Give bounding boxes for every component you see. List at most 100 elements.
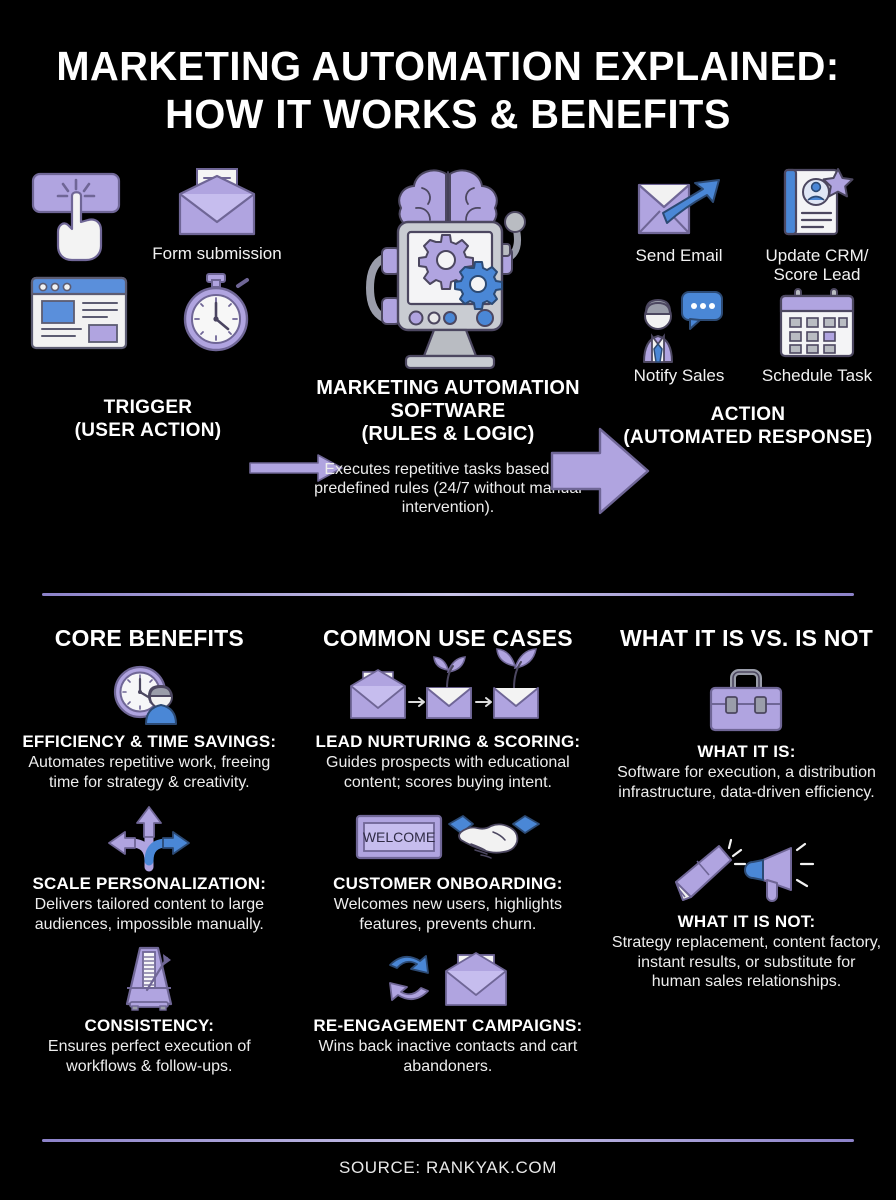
- arrow-right-thin-icon: [249, 454, 343, 482]
- usecase-body-reengagement: Wins back inactive contacts and cart aba…: [318, 1038, 578, 1075]
- engine-title-line2: SOFTWARE: [390, 400, 506, 422]
- notify-sales-person-icon: [643, 291, 723, 363]
- trigger-icon-cell-timer: [148, 270, 286, 358]
- section-divider-top: [42, 593, 854, 596]
- engine-title-line3: (RULES & LOGIC): [361, 423, 535, 445]
- usecase-title-onboarding: CUSTOMER ONBOARDING:: [333, 874, 563, 893]
- megaphone-shape: [744, 847, 793, 902]
- definition-title-what-it-is-not: WHAT IT IS NOT:: [677, 912, 816, 931]
- gear-blue: [454, 261, 503, 310]
- definition-body-what-it-is: Software for execution, a distribution i…: [617, 764, 876, 801]
- benefit-body-efficiency: Automates repetitive work, freeing time …: [28, 754, 271, 791]
- trigger-label-line1: TRIGGER: [103, 397, 193, 418]
- title-line-2: HOW IT WORKS & BENEFITS: [165, 91, 731, 137]
- clock-person-icon: [114, 665, 178, 725]
- envelope-stage-2: [425, 656, 472, 719]
- benefit-title-consistency: CONSISTENCY:: [84, 1016, 215, 1035]
- welcome-sign-text: WELCOME: [363, 829, 435, 845]
- engine-description: Executes repetitive tasks based on prede…: [314, 461, 582, 516]
- pencil-megaphone-icon: [675, 838, 815, 902]
- pencil-sparkle: [728, 838, 747, 866]
- action-caption-schedule: Schedule Task: [761, 366, 873, 385]
- action-caption-crm: Update CRM/ Score Lead: [765, 246, 869, 284]
- action-caption-send-email: Send Email: [635, 246, 723, 265]
- three-way-arrow-icon: [108, 806, 191, 872]
- welcome-handshake-icon: WELCOME: [355, 814, 540, 860]
- browser-window-icon: [30, 276, 128, 350]
- column-is-vs-is-not: WHAT IT IS VS. IS NOT WHAT IT IS: Softwa…: [597, 625, 896, 1090]
- column-heading-is-vs-is-not: WHAT IT IS VS. IS NOT: [620, 625, 873, 651]
- action-label-line1: ACTION: [710, 404, 786, 425]
- usecase-item-reengagement: RE-ENGAGEMENT CAMPAIGNS: Wins back inact…: [313, 948, 584, 1076]
- definition-title-what-it-is: WHAT IT IS:: [697, 742, 796, 761]
- benefit-item-scale: SCALE PERSONALIZATION: Delivers tailored…: [14, 806, 285, 934]
- column-core-benefits: CORE BENEFITS: [0, 625, 299, 1090]
- column-use-cases: COMMON USE CASES: [299, 625, 598, 1090]
- title-line-1: MARKETING AUTOMATION EXPLAINED:: [56, 43, 840, 89]
- trigger-icon-cell-webpage: [10, 270, 148, 358]
- trigger-icon-cell-click: [10, 164, 148, 270]
- trigger-icon-cell-form: Form submission: [148, 164, 286, 263]
- column-heading-core-benefits: CORE BENEFITS: [54, 625, 244, 651]
- flow-stage-action: Send Email: [610, 164, 886, 449]
- refresh-email-icon: [388, 952, 507, 1006]
- benefit-body-consistency: Ensures perfect execution of workflows &…: [47, 1038, 251, 1075]
- benefits-columns: CORE BENEFITS: [0, 625, 896, 1090]
- process-flow-diagram: Form submission: [0, 164, 896, 564]
- crm-record-star-icon: [783, 168, 854, 236]
- flow-stage-trigger: Form submission: [10, 164, 286, 442]
- action-icon-cell-send-email: Send Email: [610, 164, 748, 265]
- footer-source: SOURCE: RANKYAK.COM: [339, 1158, 557, 1177]
- usecase-item-onboarding: WELCOME CUSTOMER ONBOARDING: Welcomes n: [313, 806, 584, 934]
- arrow-engine-to-action: [548, 419, 652, 523]
- brain-shape: [398, 169, 498, 228]
- action-icon-cell-crm: Update CRM/ Score Lead: [748, 164, 886, 284]
- sequence-arrow-2: [474, 697, 492, 707]
- benefit-title-efficiency: EFFICIENCY & TIME SAVINGS:: [22, 732, 277, 751]
- flow-stage-engine: MARKETING AUTOMATION SOFTWARE (RULES & L…: [300, 164, 596, 517]
- trigger-label-line2: (USER ACTION): [74, 420, 222, 441]
- sequence-arrow-1: [407, 697, 425, 707]
- trigger-icon-grid: Form submission: [10, 164, 286, 358]
- gear-purple: [418, 234, 474, 290]
- stopwatch-icon: [183, 273, 249, 352]
- action-stage-label: ACTION (AUTOMATED RESPONSE): [610, 403, 886, 449]
- arrow-right-block-icon: [550, 427, 650, 515]
- action-icon-grid: Send Email: [610, 164, 886, 385]
- benefit-body-scale: Delivers tailored content to large audie…: [34, 896, 265, 933]
- send-email-icon: [637, 179, 720, 235]
- robot-brain-gears-icon: [365, 169, 526, 370]
- calendar-icon: [779, 288, 855, 358]
- column-heading-use-cases: COMMON USE CASES: [322, 625, 573, 651]
- trigger-stage-label: TRIGGER (USER ACTION): [10, 396, 286, 442]
- definition-body-what-it-is-not: Strategy replacement, content factory, i…: [611, 934, 882, 990]
- open-envelope-icon: [178, 168, 256, 236]
- click-button-icon: [31, 172, 121, 262]
- envelope-stage-3: [492, 648, 539, 719]
- megaphone-sparkle: [796, 842, 815, 888]
- page-title: MARKETING AUTOMATION EXPLAINED: HOW IT W…: [0, 0, 896, 138]
- arrow-trigger-to-engine: [248, 452, 344, 484]
- engine-title-line1: MARKETING AUTOMATION: [316, 377, 580, 399]
- usecase-item-lead-nurturing: LEAD NURTURING & SCORING: Guides prospec…: [313, 648, 584, 792]
- usecase-body-lead-nurturing: Guides prospects with educational conten…: [326, 754, 570, 791]
- action-caption-notify-sales: Notify Sales: [633, 366, 725, 385]
- toolbox-icon: [710, 669, 783, 732]
- definition-item-what-it-is-not: WHAT IT IS NOT: Strategy replacement, co…: [611, 838, 882, 992]
- email-nurture-sequence-icon: [349, 648, 539, 719]
- pencil-shape: [675, 845, 733, 901]
- usecase-title-lead-nurturing: LEAD NURTURING & SCORING:: [315, 732, 581, 751]
- action-icon-cell-notify-sales: Notify Sales: [610, 284, 748, 385]
- action-icon-cell-schedule: Schedule Task: [748, 284, 886, 385]
- benefit-item-consistency: CONSISTENCY: Ensures perfect execution o…: [14, 946, 285, 1076]
- definition-item-what-it-is: WHAT IT IS: Software for execution, a di…: [611, 666, 882, 802]
- envelope-stage-1: [349, 669, 406, 719]
- section-divider-footer: [42, 1139, 854, 1142]
- usecase-body-onboarding: Welcomes new users, highlights features,…: [333, 896, 563, 933]
- engine-title: MARKETING AUTOMATION SOFTWARE (RULES & L…: [300, 377, 596, 446]
- usecase-title-reengagement: RE-ENGAGEMENT CAMPAIGNS:: [313, 1016, 583, 1035]
- trigger-caption-form: Form submission: [152, 244, 282, 263]
- benefit-title-scale: SCALE PERSONALIZATION:: [32, 874, 267, 893]
- action-label-line2: (AUTOMATED RESPONSE): [623, 427, 873, 448]
